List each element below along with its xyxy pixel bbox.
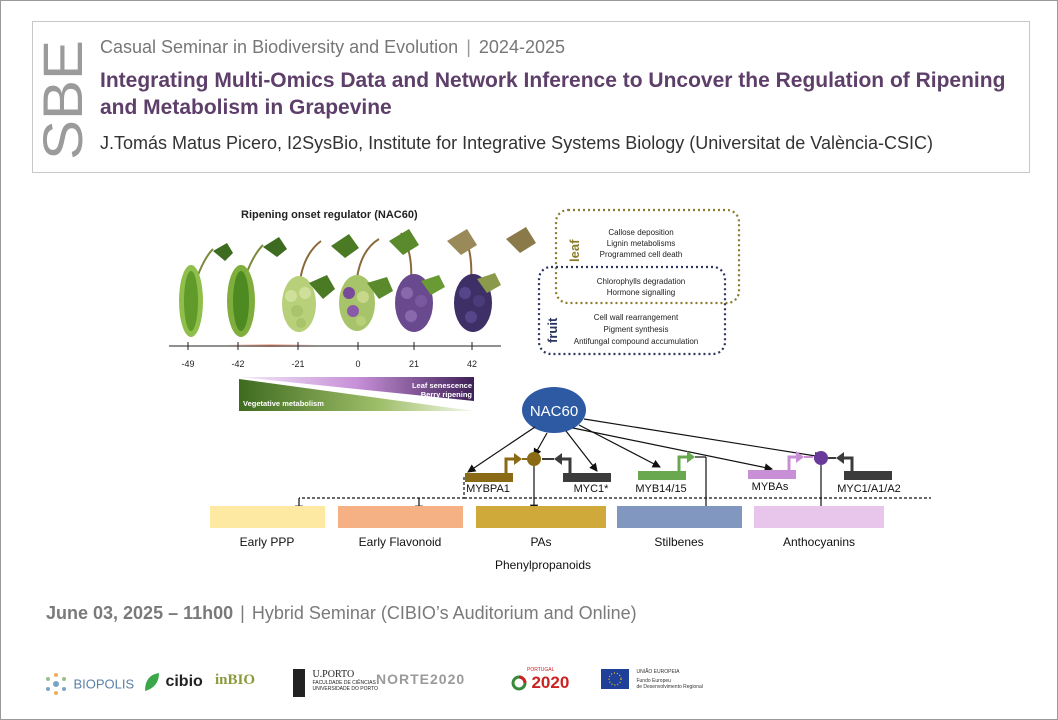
mybas-protein bbox=[814, 451, 828, 465]
eu-logo: UNIÃO EUROPEIA Fundo Europeu de Desenvol… bbox=[601, 669, 703, 690]
leaf-process: Callose deposition bbox=[608, 228, 673, 237]
portugal-swirl-icon bbox=[511, 675, 527, 691]
grapevine-stages bbox=[179, 227, 536, 337]
norte2020-logo: NORTE2020 bbox=[376, 671, 465, 689]
pathway-label: Stilbenes bbox=[654, 535, 703, 549]
tick-label: -42 bbox=[231, 359, 244, 369]
gene-label: MYC1* bbox=[574, 483, 610, 495]
uporto-faculty: FACULDADE DE CIÊNCIAS bbox=[312, 680, 376, 686]
pathway-label: Anthocyanins bbox=[783, 535, 855, 549]
timeline: -49 -42 -21 0 21 42 bbox=[169, 342, 501, 369]
pathway-bar-pas bbox=[476, 506, 606, 528]
eu-text-1: UNIÃO EUROPEIA bbox=[636, 669, 680, 675]
talk-title: Integrating Multi-Omics Data and Network… bbox=[100, 69, 1006, 119]
portugal2020-text: 2020 bbox=[531, 673, 570, 692]
stage-ripe-2-icon bbox=[447, 227, 536, 332]
gradient-right-label-1: Leaf senescence bbox=[412, 381, 472, 390]
nac60-node bbox=[522, 387, 586, 433]
eu-text-3: de Desenvolvimento Regional bbox=[636, 684, 703, 690]
shared-process: Chlorophylls degradation bbox=[597, 277, 686, 286]
eu-text-2: Fundo Europeu bbox=[636, 678, 671, 684]
inbio-logo: inBIO bbox=[215, 671, 255, 689]
pathway-bar-early-ppp bbox=[210, 506, 325, 528]
mybas-gene bbox=[748, 451, 813, 479]
pathway-label: Early PPP bbox=[240, 535, 295, 549]
event-mode: Hybrid Seminar (CIBIO’s Auditorium and O… bbox=[251, 603, 637, 623]
dashed-regulation-line bbox=[299, 477, 465, 499]
gene-label: MYC1/A1/A2 bbox=[837, 483, 901, 495]
uporto-university: UNIVERSIDADE DO PORTO bbox=[312, 686, 378, 692]
tissue-processes: leaf fruit Callose deposition Lignin met… bbox=[537, 208, 741, 356]
fruit-box bbox=[537, 265, 727, 356]
biopolis-text: BIOPOLIS bbox=[73, 676, 135, 692]
cibio-leaf-icon bbox=[145, 673, 159, 691]
myc1-star-gene bbox=[542, 453, 611, 482]
biopolis-icon bbox=[46, 673, 66, 695]
stage-veraison-icon bbox=[331, 234, 393, 331]
fruit-process: Antifungal compound accumulation bbox=[574, 337, 699, 346]
pathway-bar-stilbenes bbox=[617, 506, 742, 528]
leaf-process: Lignin metabolisms bbox=[607, 239, 675, 248]
series-name: Casual Seminar in Biodiversity and Evolu… bbox=[100, 37, 459, 57]
event-info: June 03, 2025 – 11h00 | Hybrid Seminar (… bbox=[46, 603, 637, 624]
uporto-logo: U.PORTO FACULDADE DE CIÊNCIAS UNIVERSIDA… bbox=[293, 669, 378, 697]
fruit-process: Pigment synthesis bbox=[604, 325, 669, 334]
tick-label: 21 bbox=[409, 359, 419, 369]
leaf-label: leaf bbox=[567, 239, 582, 262]
portugal2020-logo: PORTUGAL 2020 bbox=[511, 667, 569, 693]
pathway-bar-early-flavonoid bbox=[338, 506, 463, 528]
fruit-process: Cell wall rearrangement bbox=[594, 313, 679, 322]
seminar-series: Casual Seminar in Biodiversity and Evolu… bbox=[100, 37, 565, 58]
gene-label: MYBAs bbox=[752, 481, 789, 493]
tick-label: 42 bbox=[467, 359, 477, 369]
cibio-text: cibio bbox=[165, 673, 203, 690]
stage-green-berries-icon bbox=[282, 240, 335, 332]
biopolis-logo: BIOPOLIS bbox=[43, 673, 134, 695]
pathway-label: PAs bbox=[530, 535, 551, 549]
cibio-logo: cibio bbox=[143, 671, 203, 693]
tick-label: -49 bbox=[181, 359, 194, 369]
stage-inflorescence-1-icon bbox=[179, 243, 233, 337]
tick-label: 0 bbox=[355, 359, 360, 369]
nac60-label: NAC60 bbox=[530, 403, 578, 420]
gradient-left-label: Vegetative metabolism bbox=[243, 399, 324, 408]
fruit-label: fruit bbox=[545, 317, 560, 343]
portugal-small-text: PORTUGAL bbox=[527, 667, 555, 673]
figure-title: Ripening onset regulator (NAC60) bbox=[241, 209, 418, 221]
sbe-logo-text: SBE bbox=[35, 40, 91, 160]
gene-label: MYBPA1 bbox=[466, 483, 510, 495]
tick-label: -21 bbox=[291, 359, 304, 369]
stage-ripe-1-icon bbox=[389, 229, 445, 332]
event-date: June 03, 2025 – 11h00 bbox=[46, 603, 234, 623]
speaker: J.Tomás Matus Picero, I2SysBio, Institut… bbox=[100, 133, 933, 153]
event-separator: | bbox=[240, 603, 245, 623]
stage-inflorescence-2-icon bbox=[227, 237, 287, 337]
eu-flag-icon bbox=[601, 669, 629, 689]
myc1-a1-a2-gene bbox=[828, 452, 892, 480]
pathway-label: Early Flavonoid bbox=[359, 535, 442, 549]
gene-label: MYB14/15 bbox=[635, 483, 686, 495]
series-separator: | bbox=[466, 37, 471, 57]
metabolism-gradient: Vegetative metabolism Leaf senescence Be… bbox=[239, 377, 474, 411]
shared-process: Hormone signalling bbox=[607, 288, 675, 297]
regulatory-network: NAC60 bbox=[210, 387, 931, 572]
leaf-process: Programmed cell death bbox=[600, 250, 683, 259]
norte2020-text: NORTE2020 bbox=[376, 671, 466, 687]
timeline-ticks bbox=[187, 342, 473, 350]
pathway-bar-anthocyanins bbox=[754, 506, 884, 528]
pathway-group-label: Phenylpropanoids bbox=[495, 558, 591, 572]
sbe-logo: SBE bbox=[35, 40, 91, 160]
header-box: SBE Casual Seminar in Biodiversity and E… bbox=[32, 21, 1030, 173]
series-year: 2024-2025 bbox=[478, 37, 565, 57]
uporto-title: U.PORTO bbox=[312, 669, 355, 680]
mybpa1-protein bbox=[527, 452, 541, 466]
figure: Ripening onset regulator (NAC60) bbox=[169, 208, 931, 572]
mybpa1-gene bbox=[465, 453, 522, 482]
gradient-right-label-2: Berry ripening bbox=[421, 390, 473, 399]
sponsor-logos: BIOPOLIS cibio inBIO U.PORTO FACULDADE D… bbox=[1, 661, 1058, 711]
inbio-text: inBIO bbox=[215, 672, 256, 688]
